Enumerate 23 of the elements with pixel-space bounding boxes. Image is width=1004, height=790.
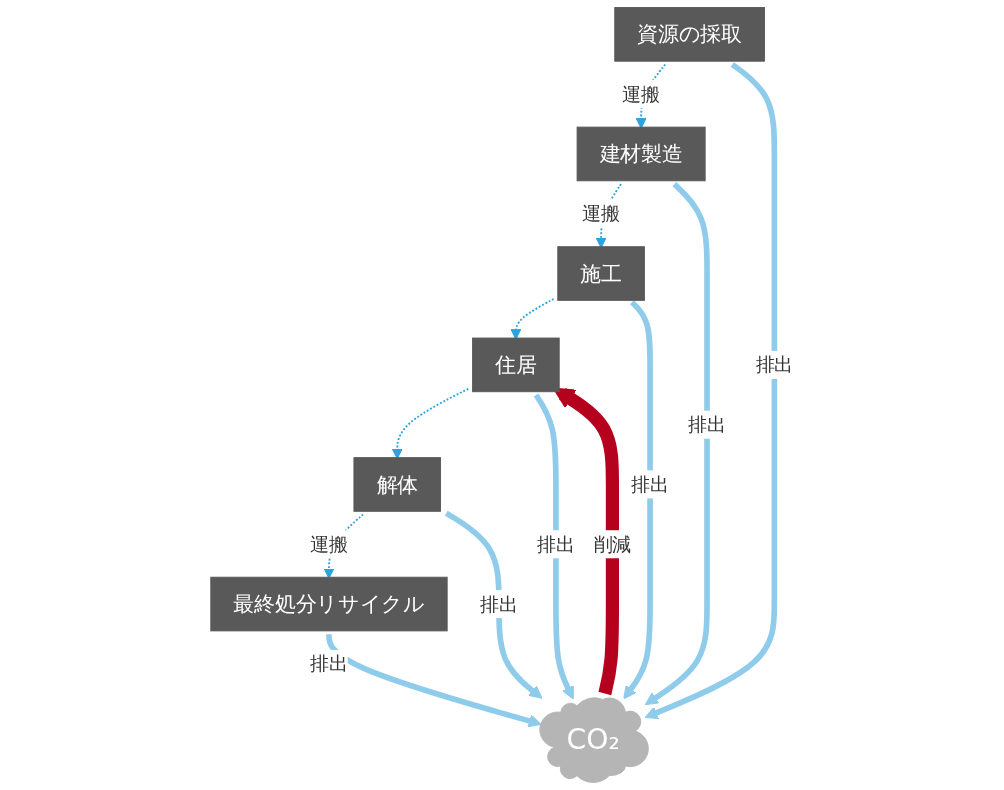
edge-label: 運搬 <box>622 80 660 109</box>
arrow <box>326 633 542 728</box>
edge-label: 運搬 <box>310 530 348 559</box>
edge-label: 排出 <box>537 530 575 559</box>
process-box: 建材製造 <box>576 126 706 182</box>
edge-label: 排出 <box>631 470 669 499</box>
arrow <box>644 62 778 720</box>
process-box: 最終処分リサイクル <box>210 576 448 632</box>
arrow <box>553 387 619 698</box>
process-box: 資源の採取 <box>614 7 765 62</box>
edge-label: 削減 <box>593 530 632 559</box>
edge-label: 運搬 <box>582 199 620 228</box>
arrow <box>623 300 653 700</box>
arrow <box>444 510 543 699</box>
edge-label: 排出 <box>480 589 518 619</box>
process-box: 住居 <box>472 337 560 393</box>
process-box: 施工 <box>557 246 645 301</box>
arrow <box>533 393 574 700</box>
arrow <box>510 298 555 340</box>
arrow <box>644 182 710 706</box>
edge-label: 排出 <box>688 410 726 439</box>
cloud-shape: CO₂ <box>539 697 649 783</box>
process-box: 解体 <box>353 457 442 512</box>
